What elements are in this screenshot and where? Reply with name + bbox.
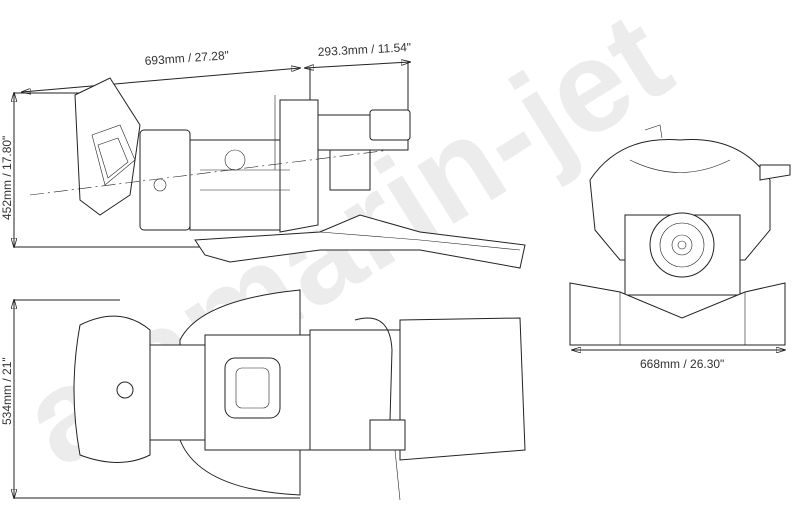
top-view: 534mm / 21" <box>0 289 526 501</box>
side-height-label: 452mm / 17.80" <box>0 136 14 220</box>
top-width-label: 534mm / 21" <box>0 357 14 425</box>
side-nozzle-label: 293.3mm / 11.54" <box>317 40 411 59</box>
side-view: 693mm / 27.28" 293.3mm / 11.54" 452mm / … <box>0 40 663 269</box>
side-length-label: 693mm / 27.28" <box>144 48 229 68</box>
front-width-label: 668mm / 26.30" <box>640 357 724 371</box>
front-dimension-width: 668mm / 26.30" <box>572 350 785 371</box>
side-dimension-height: 452mm / 17.80" <box>0 93 200 247</box>
side-dimension-length: 693mm / 27.28" <box>22 48 300 92</box>
top-dimension-width: 534mm / 21" <box>0 300 300 498</box>
front-view: 668mm / 26.30" <box>569 139 791 371</box>
